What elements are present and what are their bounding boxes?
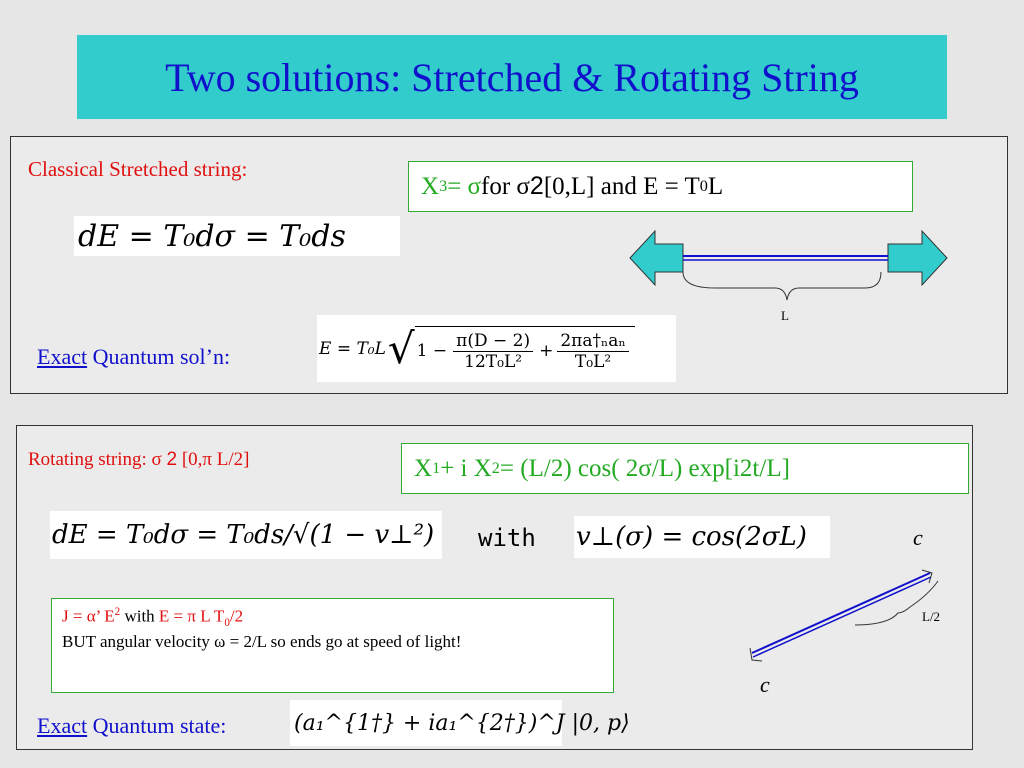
frac2-den: T₀L² <box>574 351 612 372</box>
frac1-num: π(D − 2) <box>453 331 534 352</box>
velocity-text: v⊥(σ) = cos(2σL) <box>576 522 807 552</box>
stretched-string-diagram: L <box>629 229 948 323</box>
velocity-formula: v⊥(σ) = cos(2σL) <box>574 516 830 558</box>
quantum-state-label: Exact Quantum state: <box>37 713 226 739</box>
e-tail: /2 <box>229 606 244 626</box>
e-formula: E = π L T <box>158 606 225 626</box>
plus: + <box>539 341 554 361</box>
rotating-in-symbol: 2 <box>166 449 178 470</box>
rotating-formula-text: dE = T₀dσ = T₀ds/√(1 − v⊥²) <box>52 520 435 550</box>
quantum-text: Quantum sol’n: <box>87 344 231 369</box>
rotating-heading-text: Rotating string: <box>28 449 152 470</box>
x1-symbol: X <box>414 454 433 482</box>
stretched-heading: Classical Stretched string: <box>28 157 248 181</box>
exact-link[interactable]: Exact <box>37 344 88 369</box>
note-line-2: BUT angular velocity ω = 2/L so ends go … <box>62 631 462 651</box>
with-word: with <box>478 524 536 552</box>
formula-text: dE = T₀dσ = T₀ds <box>78 218 346 254</box>
for-text: for σ <box>481 172 530 200</box>
x1-sup: 1 <box>432 459 441 477</box>
state-text: Quantum state: <box>87 713 227 738</box>
one-minus: 1 − <box>416 341 448 361</box>
rotating-string-line <box>751 572 931 654</box>
rotating-energy-formula: dE = T₀dσ = T₀ds/√(1 − v⊥²) <box>50 511 442 559</box>
fraction-1: π(D − 2) 12T₀L² <box>453 331 534 372</box>
c-bottom-label: c <box>760 672 770 697</box>
sqrt-icon: √ <box>387 324 415 373</box>
frac1-den: 12T₀L² <box>464 351 523 372</box>
rotating-range: [0,π L/2] <box>177 449 250 470</box>
sqrt-radicand: 1 − π(D − 2) 12T₀L² + 2πa†ₙaₙ T₀L² <box>414 325 635 372</box>
title-banner: Two solutions: Stretched & Rotating Stri… <box>77 35 947 119</box>
frac2-num: 2πa†ₙaₙ <box>557 331 629 352</box>
angular-momentum-note: J = α’ E2 with E = π L T0/2 BUT angular … <box>51 598 614 693</box>
j-formula: J = α’ E <box>62 606 115 626</box>
bottom-end-arrow-icon <box>749 647 763 662</box>
rotating-sigma: σ <box>151 449 167 470</box>
energy-quantum-formula: E = T₀L √ 1 − π(D − 2) 12T₀L² + 2πa†ₙaₙ … <box>317 315 676 382</box>
c-top-label: c <box>913 525 923 550</box>
rotating-heading: Rotating string: σ 2 [0,π L/2] <box>28 449 249 471</box>
left-arrow-icon <box>629 229 684 287</box>
state-formula-text: (a₁^{1†} + ia₁^{2†})^J |0, p⟩ <box>294 710 630 736</box>
quantum-solution-label: Exact Quantum sol’n: <box>37 344 230 370</box>
slide-title: Two solutions: Stretched & Rotating Stri… <box>165 54 859 100</box>
half-length-label: L/2 <box>922 609 940 624</box>
x2-sup: 2 <box>491 459 500 477</box>
length-label: L <box>781 308 789 323</box>
half-length-brace <box>854 580 939 626</box>
x3-symbol: X <box>421 172 440 200</box>
range-text: [0,L] and E = T <box>543 172 700 200</box>
note-line-1: J = α’ E2 with E = π L T0/2 <box>62 605 603 631</box>
fraction-2: 2πa†ₙaₙ T₀L² <box>557 331 629 372</box>
stretched-energy-formula: dE = T₀dσ = T₀ds <box>74 216 400 256</box>
energy-tail: L <box>707 172 724 200</box>
x3-superscript: 3 <box>439 177 448 195</box>
quantum-state-formula: (a₁^{1†} + ia₁^{2†})^J |0, p⟩ <box>290 700 630 746</box>
t0-subscript: 0 <box>699 177 708 195</box>
x3-eq-sigma: = σ <box>447 172 482 200</box>
e-sub: 0 <box>224 617 230 630</box>
j-sup: 2 <box>114 606 121 618</box>
in-symbol: 2 <box>529 172 544 200</box>
note-with: with <box>120 606 159 626</box>
top-end-arrow-icon <box>921 569 933 584</box>
x2-symbol: + i X <box>440 454 492 482</box>
exact-link-2[interactable]: Exact <box>37 713 88 738</box>
rotating-string-diagram: c L/2 c <box>749 525 940 697</box>
right-arrow-icon <box>887 229 948 287</box>
rotating-eq-rest: = (L/2) cos( 2σ/L) exp[i2t/L] <box>499 454 790 482</box>
energy-lhs: E = T₀L <box>319 338 386 359</box>
length-brace <box>682 271 882 301</box>
